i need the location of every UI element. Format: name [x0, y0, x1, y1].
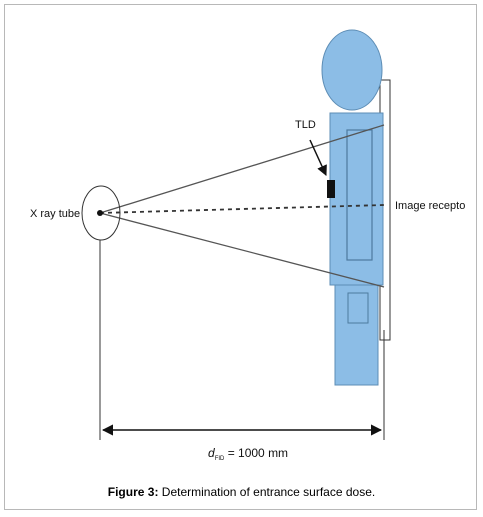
- label-distance: dFID = 1000 mm: [208, 446, 288, 462]
- phantom-torso-inner: [346, 129, 373, 261]
- phantom-legs: [334, 284, 379, 386]
- label-x-ray-tube: X ray tube: [30, 208, 80, 220]
- beam-upper-edge: [99, 124, 385, 214]
- focal-spot: [97, 210, 103, 216]
- distance-subscript: FID: [215, 456, 225, 462]
- caption-text: Determination of entrance surface dose.: [158, 485, 376, 499]
- caption-label: Figure 3:: [107, 485, 159, 499]
- distance-value: = 1000 mm: [224, 446, 288, 460]
- phantom-head: [321, 29, 383, 111]
- label-image-receptor: Image recepto: [395, 200, 465, 212]
- label-tld: TLD: [295, 119, 316, 131]
- tld-dosimeter: [327, 180, 335, 198]
- phantom-leg-inner: [347, 292, 369, 324]
- x-ray-tube-circle: [81, 185, 121, 241]
- tld-pointer-line: [309, 139, 327, 176]
- distance-symbol: d: [208, 446, 215, 460]
- beam-lower-edge: [99, 212, 385, 288]
- figure-caption: Figure 3: Determination of entrance surf…: [0, 485, 483, 499]
